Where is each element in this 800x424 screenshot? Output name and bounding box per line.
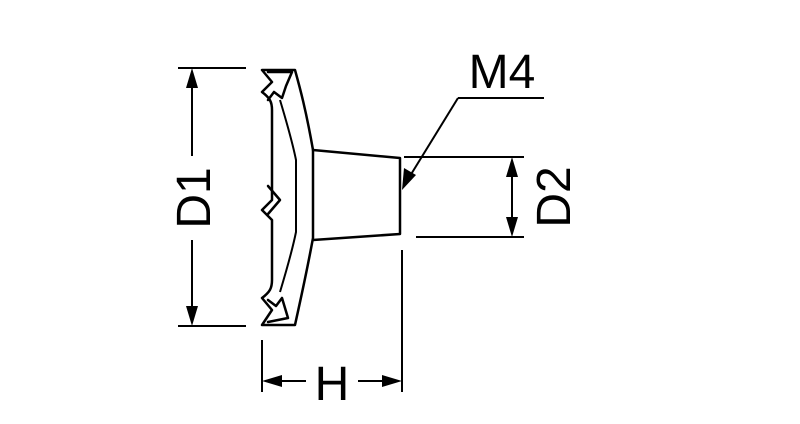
d1-arrow-top bbox=[186, 68, 198, 88]
d2-arrow-top bbox=[506, 157, 518, 177]
knob-outline bbox=[260, 68, 402, 327]
m4-leader-line bbox=[409, 97, 459, 177]
knob-shank bbox=[311, 148, 402, 242]
d1-label: D1 bbox=[168, 167, 221, 228]
d2-arrow-bottom bbox=[506, 217, 518, 237]
dimension-h: H bbox=[261, 250, 403, 411]
m4-label: M4 bbox=[469, 46, 536, 99]
m4-leader-arrow bbox=[402, 168, 416, 190]
knob-flute-upper bbox=[266, 70, 294, 102]
callout-m4: M4 bbox=[402, 46, 544, 190]
h-label: H bbox=[315, 358, 350, 411]
h-arrow-left bbox=[262, 375, 282, 387]
dimension-d2: D2 bbox=[404, 156, 581, 238]
h-arrow-right bbox=[382, 375, 402, 387]
knob-flute-lower bbox=[266, 296, 290, 324]
d1-arrow-bottom bbox=[186, 306, 198, 326]
knob-flute-middle bbox=[266, 184, 282, 216]
d2-label: D2 bbox=[528, 166, 581, 227]
dimension-d1: D1 bbox=[168, 67, 246, 327]
knob-head-profile bbox=[260, 68, 315, 327]
knob-inner-relief bbox=[279, 99, 297, 293]
